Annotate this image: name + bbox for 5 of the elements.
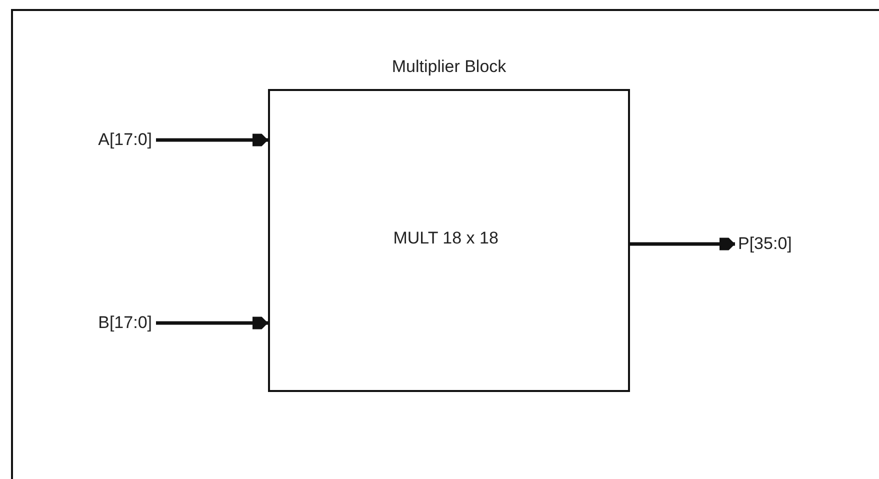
block-title: Multiplier Block [392,57,506,77]
signal-label: B[17:0] [98,313,152,333]
block-label: MULT 18 x 18 [393,228,498,248]
signal-label: P[35:0] [738,234,792,254]
signal-label: A[17:0] [98,130,152,150]
